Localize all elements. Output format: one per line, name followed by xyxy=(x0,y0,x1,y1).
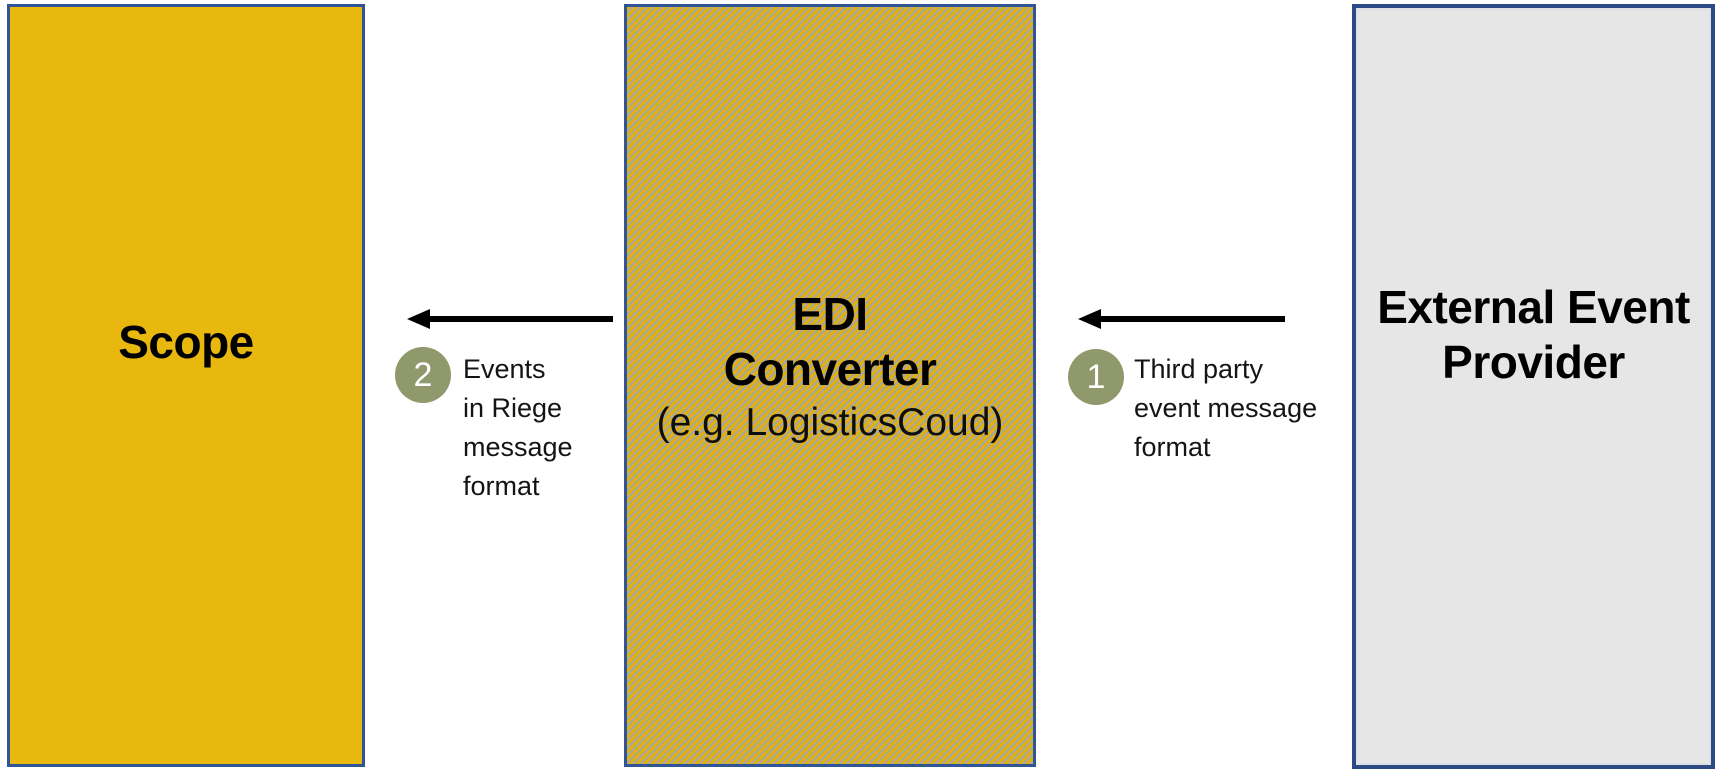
scope-title: Scope xyxy=(118,316,254,368)
provider-title-block: External Event Provider xyxy=(1356,280,1711,390)
step-1-label-line3: format xyxy=(1134,432,1211,462)
arrow-shaft xyxy=(423,316,613,322)
arrow-converter-to-scope xyxy=(407,309,613,329)
step-2-label-line2: in Riege xyxy=(463,393,563,423)
step-1-badge: 1 xyxy=(1068,349,1124,405)
arrow-provider-to-converter xyxy=(1078,309,1285,329)
scope-box: Scope xyxy=(7,4,365,767)
step-2-label-line1: Events xyxy=(463,354,546,384)
step-1-label: Third party event message format xyxy=(1134,350,1317,467)
edi-converter-title-block: EDI Converter (e.g. LogisticsCoud) xyxy=(627,287,1033,449)
arrow-shaft xyxy=(1094,316,1285,322)
step-2-label-line3: message xyxy=(463,432,573,462)
edi-converter-box: EDI Converter (e.g. LogisticsCoud) xyxy=(624,4,1036,767)
step-2-badge: 2 xyxy=(395,347,451,403)
edi-converter-title-line1: EDI xyxy=(792,288,868,340)
external-event-provider-box: External Event Provider xyxy=(1352,4,1715,769)
step-1-label-line2: event message xyxy=(1134,393,1318,423)
step-2-number: 2 xyxy=(413,355,433,394)
step-2-label: Events in Riege message format xyxy=(463,350,573,506)
provider-title-line1: External Event xyxy=(1377,281,1690,333)
edi-converter-title-line2: Converter xyxy=(723,343,937,395)
provider-title-line2: Provider xyxy=(1442,336,1625,388)
step-2-label-line4: format xyxy=(463,471,540,501)
left-arrowhead-icon xyxy=(1078,309,1101,329)
step-1-label-line1: Third party xyxy=(1134,354,1264,384)
edi-converter-subtitle: (e.g. LogisticsCoud) xyxy=(656,401,1004,444)
left-arrowhead-icon xyxy=(407,309,430,329)
step-1-number: 1 xyxy=(1086,357,1106,396)
